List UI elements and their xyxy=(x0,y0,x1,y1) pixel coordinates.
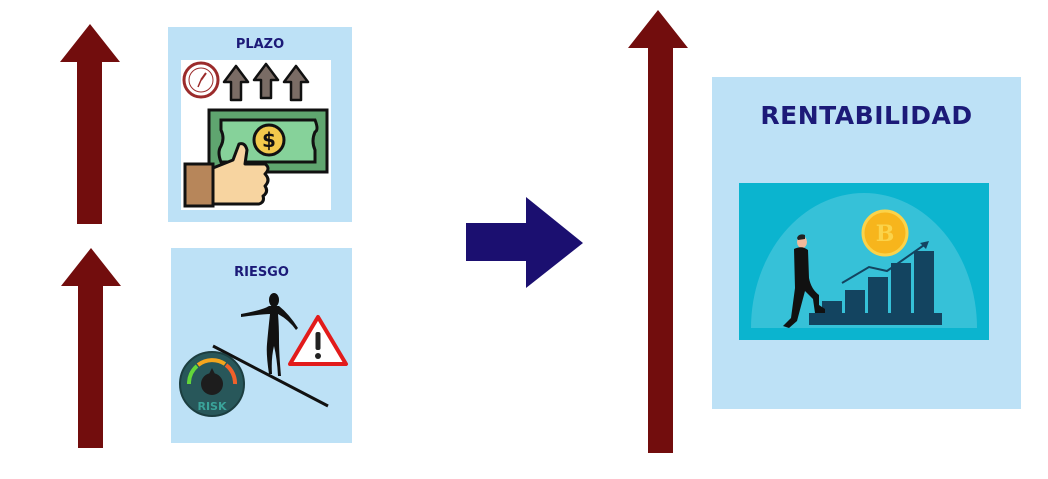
plazo-illustration: $ xyxy=(181,60,331,210)
clock-icon xyxy=(182,61,220,99)
bitcoin-coin-icon: B xyxy=(861,209,909,257)
thumbs-up-hand-icon xyxy=(183,142,270,208)
svg-text:$: $ xyxy=(262,128,276,152)
plazo-up-arrow xyxy=(60,24,120,224)
rentabilidad-panel: RENTABILIDAD B xyxy=(712,77,1021,409)
risk-gauge-label: RISK xyxy=(197,400,226,413)
plazo-title: PLAZO xyxy=(235,37,285,52)
riesgo-up-arrow xyxy=(61,248,121,448)
up-arrows-icon xyxy=(222,62,310,102)
riesgo-title: RIESGO xyxy=(234,265,289,280)
right-arrow xyxy=(466,197,583,288)
risk-gauge-icon: RISK xyxy=(179,351,245,417)
coin-symbol: B xyxy=(876,221,895,247)
trend-arrow-icon xyxy=(841,242,928,284)
tightrope-walker-icon xyxy=(241,293,298,376)
tightrope-line xyxy=(212,344,329,408)
plazo-panel: PLAZO $ xyxy=(168,27,352,222)
rentabilidad-illustration: B xyxy=(739,183,989,340)
riesgo-illustration: RISK xyxy=(171,284,352,443)
warning-sign-icon xyxy=(288,315,348,366)
bar-chart-stairs-icon xyxy=(809,251,942,325)
rentabilidad-title: RENTABILIDAD xyxy=(760,101,973,130)
riesgo-panel: RIESGO RISK xyxy=(171,248,352,443)
rentabilidad-up-arrow xyxy=(628,10,688,453)
businessman-climbing-icon xyxy=(783,234,825,328)
